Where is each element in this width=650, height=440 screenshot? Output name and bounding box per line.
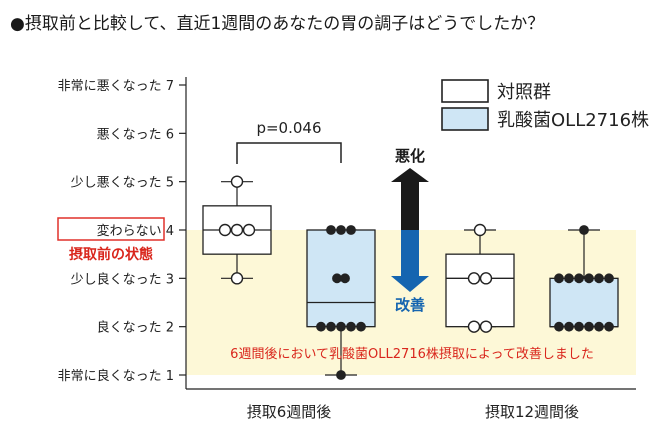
data-point	[230, 175, 244, 188]
y-tick-label: 非常に悪くなった 7	[58, 79, 174, 94]
data-point	[242, 223, 256, 237]
data-point	[564, 321, 574, 332]
data-point	[326, 321, 336, 332]
x-category-label: 摂取6週間後	[247, 403, 332, 421]
y-tick-label: 少し悪くなった 5	[71, 176, 174, 191]
pvalue-label: p=0.046	[256, 119, 321, 137]
data-point	[473, 223, 487, 237]
y-tick-label: 悪くなった 6	[97, 127, 174, 142]
data-point	[356, 321, 366, 332]
data-point	[564, 273, 574, 284]
box-body	[445, 253, 515, 328]
data-point	[574, 273, 584, 284]
legend: 対照群 乳酸菌OLL2716株	[441, 79, 649, 131]
y-tick-label: 変わらない 4	[97, 223, 174, 239]
data-point	[467, 320, 481, 333]
box-group	[549, 225, 619, 332]
data-point	[554, 273, 564, 284]
legend-label-control: 対照群	[497, 82, 551, 103]
better-arrow-icon	[391, 230, 429, 292]
data-point	[554, 321, 564, 332]
data-point	[230, 223, 244, 237]
pvalue-bracket	[236, 142, 342, 164]
data-point	[479, 272, 493, 285]
data-point	[584, 273, 594, 284]
better-label: 改善	[395, 296, 425, 314]
legend-swatch-control	[441, 79, 489, 103]
data-point	[336, 321, 346, 332]
box-body	[549, 277, 619, 328]
data-point	[604, 321, 614, 332]
y-ticks: 非常に悪くなった 7 悪くなった 6 少し悪くなった 5 変わらない 4 少し良くなった…	[58, 79, 186, 384]
y-tick-label: 良くなった 2	[97, 320, 174, 336]
y-tick-label: 非常に良くなった 1	[58, 368, 174, 384]
box-group	[445, 223, 515, 333]
data-point	[332, 273, 342, 284]
y-tick-label: 少し良くなった 3	[71, 271, 174, 287]
data-point	[594, 321, 604, 332]
boxes	[202, 175, 619, 380]
worse-arrow-icon	[391, 168, 429, 230]
baseline-highlight-box	[57, 217, 165, 241]
data-point	[479, 320, 493, 333]
worse-label: 悪化	[395, 147, 425, 165]
legend-label-lactobacillus: 乳酸菌OLL2716株	[497, 110, 649, 131]
data-point	[336, 370, 346, 380]
baseline-label: 摂取前の状態	[69, 246, 153, 263]
data-point	[604, 273, 614, 284]
data-point	[230, 272, 244, 285]
y-axis	[185, 77, 636, 390]
data-point	[336, 225, 346, 235]
data-point	[574, 321, 584, 332]
box-group	[202, 175, 272, 285]
data-point	[467, 272, 481, 285]
data-point	[218, 223, 232, 237]
chart-title: ●摂取前と比較して、直近1週間のあなたの胃の調子はどうでしたか？	[10, 14, 545, 34]
box-group	[306, 225, 376, 380]
data-point	[584, 321, 594, 332]
legend-swatch-lactobacillus	[441, 107, 489, 131]
data-point	[579, 225, 589, 235]
data-point	[346, 321, 356, 332]
data-point	[594, 273, 604, 284]
x-category-label: 摂取12週間後	[485, 403, 579, 421]
data-point	[340, 273, 350, 284]
x-categories: 摂取6週間後 摂取12週間後	[247, 403, 579, 421]
data-point	[316, 321, 326, 332]
improvement-note: 6週間後において乳酸菌OLL2716株摂取によって改善しました	[230, 346, 594, 362]
data-point	[326, 225, 336, 235]
data-point	[346, 225, 356, 235]
